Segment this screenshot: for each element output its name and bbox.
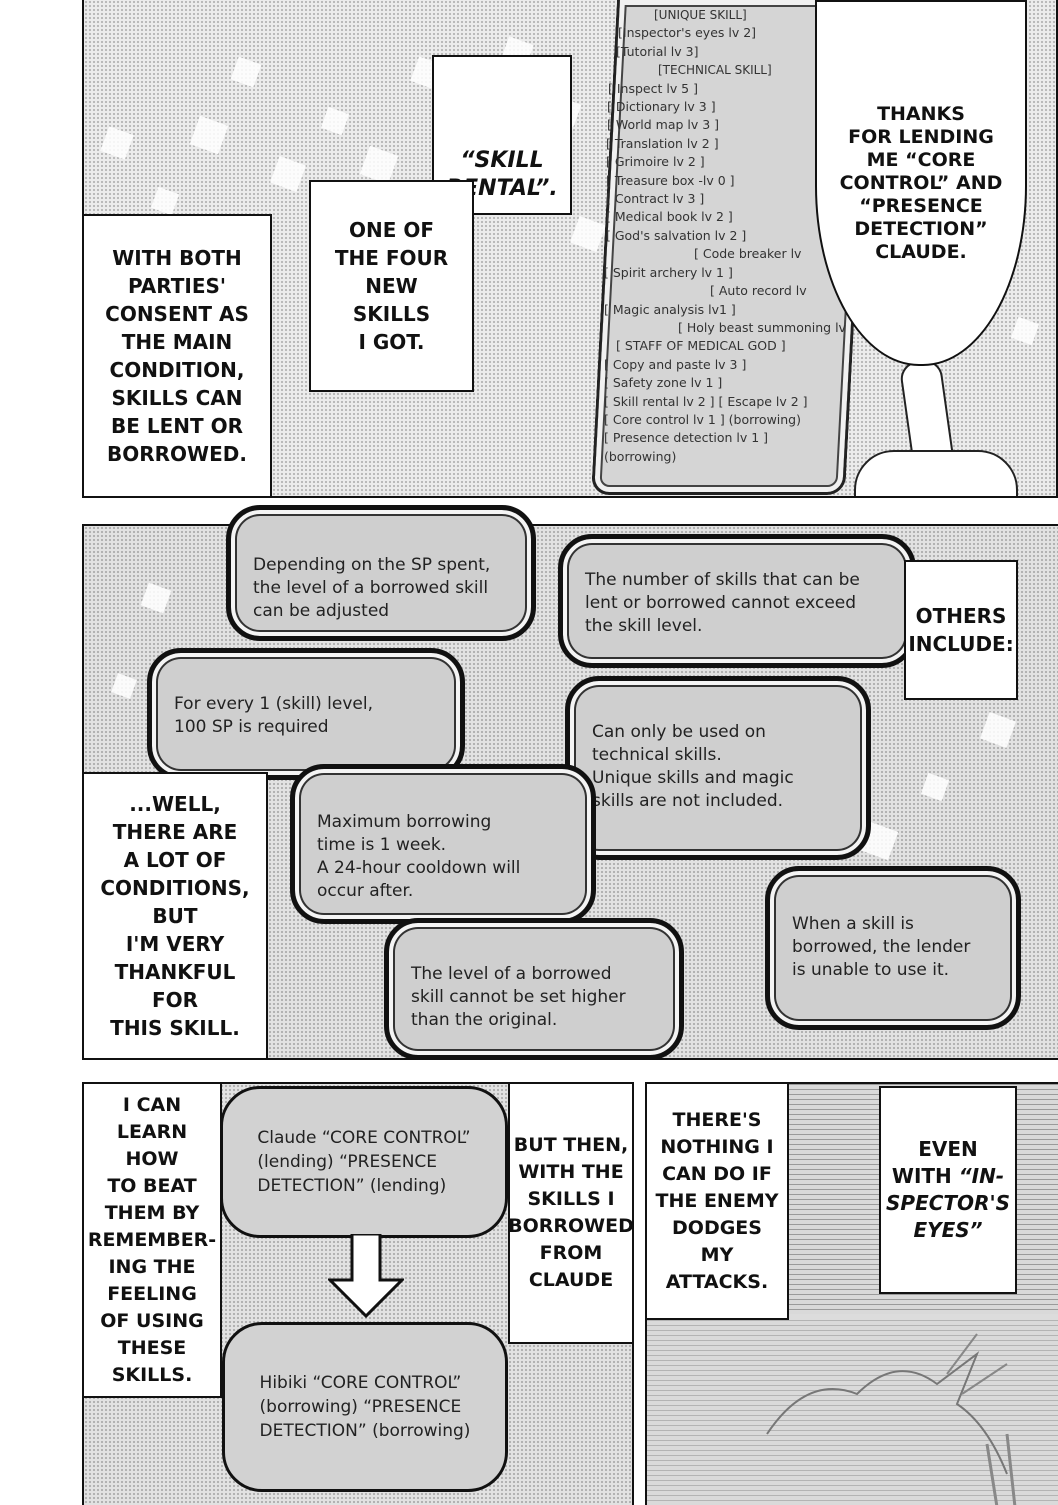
screen-line: [ Skill rental lv 2 ] [ Escape lv 2 ] [604,393,808,409]
condition-sp-per-level: For every 1 (skill) level, 100 SP is req… [147,648,465,780]
screen-line: [ Dictionary lv 3 ] [607,99,716,115]
screen-line: [ Treasure box -lv 0 ] [606,172,735,188]
narration-inspectors-eyes: EVEN WITH “IN- SPECTOR'S EYES” [879,1086,1017,1294]
narration-borrowed: BUT THEN, WITH THE SKILLS I BORROWED FRO… [508,1082,634,1344]
narration-many-conditions: ...WELL, THERE ARE A LOT OF CONDITIONS, … [82,772,268,1060]
screen-line: [ Medical book lv 2 ] [606,209,733,225]
narration-others-include: OTHERS INCLUDE: [904,560,1018,700]
screen-line: [ Safety zone lv 1 ] [604,375,723,391]
flow-claude-lending: Claude “CORE CONTROL” (lending) “PRESENC… [220,1086,508,1238]
condition-sp-adjust: Depending on the SP spent, the level of … [226,505,536,641]
narration-new-skill: ONE OF THE FOUR NEW SKILLS I GOT. [309,180,474,392]
creature-silhouette-icon [766,1333,1017,1505]
screen-line: [ Translation lv 2 ] [606,135,719,151]
narration-consent: WITH BOTH PARTIES' CONSENT AS THE MAIN C… [82,214,272,498]
screen-line: [ Auto record lv [710,283,807,299]
screen-line: [ Core control lv 1 ] (borrowing) [604,411,801,427]
screen-line: [ Contract lv 3 ] [606,191,705,207]
narration-learn: I CAN LEARN HOW TO BEAT THEM BY REMEMBER… [82,1082,222,1398]
screen-line: [ Copy and paste lv 3 ] [604,356,747,372]
speech-bubble-thanks: THANKS FOR LENDING ME “CORE CONTROL” AND… [815,0,1027,366]
screen-line: [ Magic analysis lv1 ] [604,301,736,317]
screen-line: [ Spirit archery lv 1 ] [604,264,733,280]
screen-line: [ Inspect lv 5 ] [608,80,698,96]
screen-line: [ God's salvation lv 2 ] [606,227,747,243]
screen-line: [ World map lv 3 ] [607,117,720,133]
condition-skill-limit: The number of skills that can be lent or… [558,534,916,668]
condition-lender-unusable: When a skill is borrowed, the lender is … [765,866,1021,1030]
condition-technical-only: Can only be used on technical skills. Un… [565,676,871,860]
screen-line: [ STAFF OF MEDICAL GOD ] [616,338,786,354]
screen-line: [ Presence detection lv 1 ] [604,430,769,446]
condition-level-cap: The level of a borrowed skill cannot be … [384,918,684,1060]
screen-line: [UNIQUE SKILL] [654,8,747,22]
down-arrow-icon [328,1234,404,1318]
screen-line: [TECHNICAL SKILL] [658,63,772,78]
screen-line: [ Code breaker lv [694,246,802,262]
hand [854,450,1018,496]
flow-hibiki-borrowing: Hibiki “CORE CONTROL” (borrowing) “PRESE… [222,1322,508,1492]
status-screen-text: [UNIQUE SKILL] [Inspector's eyes lv 2] [… [604,6,856,494]
screen-line: [ Grimoire lv 2 ] [606,154,705,170]
screen-line: [Inspector's eyes lv 2] [618,25,757,41]
screen-line: (borrowing) [604,448,677,464]
screen-line: [Tutorial lv 3] [616,43,699,59]
narration-nothing-i-can-do: THERE'S NOTHING I CAN DO IF THE ENEMY DO… [645,1082,789,1320]
condition-borrow-time: Maximum borrowing time is 1 week. A 24-h… [290,764,596,924]
screen-line: [ Holy beast summoning lv [678,319,846,335]
